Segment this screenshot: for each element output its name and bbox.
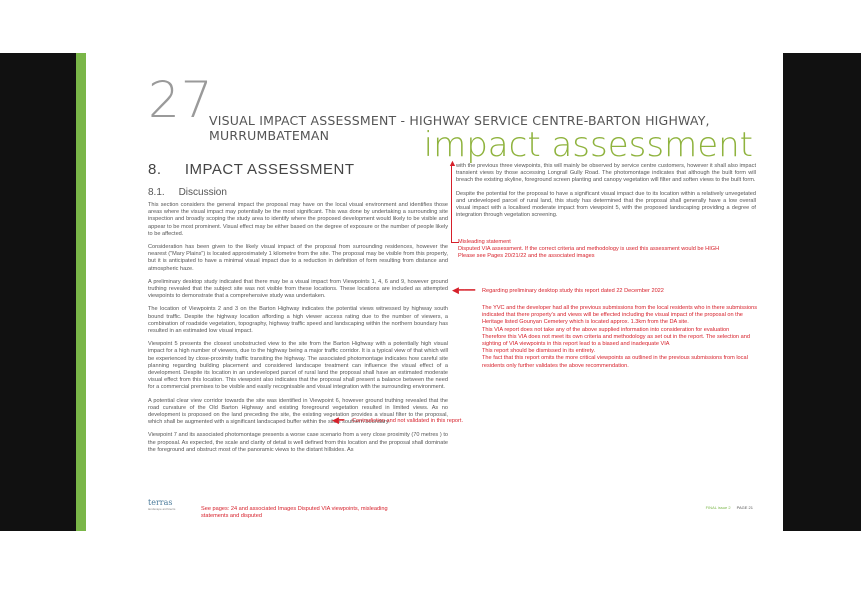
document-page: 27 VISUAL IMPACT ASSESSMENT - HIGHWAY SE… xyxy=(96,53,783,531)
paragraph: The location of Viewpoints 2 and 3 on th… xyxy=(148,306,448,335)
paragraph: A preliminary desktop study indicated th… xyxy=(148,278,448,300)
annotation-connector-line xyxy=(451,242,459,243)
paragraph: This section considers the general impac… xyxy=(148,202,448,237)
logo-tagline: landscape architects xyxy=(148,507,176,511)
paragraph: Despite the potential for the proposal t… xyxy=(456,190,756,219)
right-dark-margin xyxy=(783,53,861,531)
annotation-misleading: Misleading statement Disputed VIA assess… xyxy=(458,239,758,261)
annotation-connector-line xyxy=(451,166,452,242)
annotation-text: Please see Pages 20/21/22 and the associ… xyxy=(458,253,595,260)
paragraph: A potential clear view corridor towards … xyxy=(148,397,448,426)
chapter-number: 27 xyxy=(148,71,214,129)
annotation-title: Misleading statement xyxy=(458,239,511,245)
right-text-column: with the previous three viewpoints, this… xyxy=(456,163,756,225)
section-subtitle: impact assessment xyxy=(423,125,753,165)
annotation-text: The YVC and the developer had all the pr… xyxy=(482,305,758,326)
document-title: VISUAL IMPACT ASSESSMENT - HIGHWAY SERVI… xyxy=(209,113,710,143)
annotation-desktop-study: Regarding preliminary desktop study this… xyxy=(482,288,664,294)
arrow-up-icon: ▲ xyxy=(448,158,457,168)
paragraph: with the previous three viewpoints, this… xyxy=(456,163,756,184)
terras-logo: terras xyxy=(148,498,173,507)
annotation-text: Therefore this VIA does not meet its own… xyxy=(482,333,750,348)
paragraph: Viewpoint 7 and its associated photomont… xyxy=(148,432,448,453)
paragraph: Consideration has been given to the like… xyxy=(148,244,448,272)
annotation-text: The fact that this report omits the more… xyxy=(482,355,748,369)
annotation-text: This VIA report does not take any of the… xyxy=(482,326,730,333)
arrow-left-icon: ◀━━━ xyxy=(452,285,476,295)
section-heading: 8. IMPACT ASSESSMENT xyxy=(148,161,355,178)
annotation-see-pages: See pages: 24 and associated Images Disp… xyxy=(201,506,388,520)
green-edge-stripe xyxy=(76,53,86,531)
annotation-text: This report should be dismissed in its e… xyxy=(482,348,596,355)
subsection-heading: 8.1. Discussion xyxy=(148,187,227,198)
annotation-yvc-block: The YVC and the developer had all the pr… xyxy=(482,305,762,370)
left-text-column: This section considers the general impac… xyxy=(148,202,448,460)
arrow-left-icon: ◀━ xyxy=(332,415,345,425)
annotation-contradiction: Contradiction and not validated in this … xyxy=(352,418,464,424)
left-dark-margin xyxy=(0,53,86,531)
paragraph: Viewpoint 5 presents the closest unobstr… xyxy=(148,341,448,391)
annotation-text: Disputed VIA assessment. If the correct … xyxy=(458,246,720,253)
footer-issue: FINAL issue 2 xyxy=(705,505,731,510)
page-number: PAGE 21 xyxy=(736,505,753,510)
footer-page-info: FINAL issue 2 PAGE 21 xyxy=(706,505,753,510)
